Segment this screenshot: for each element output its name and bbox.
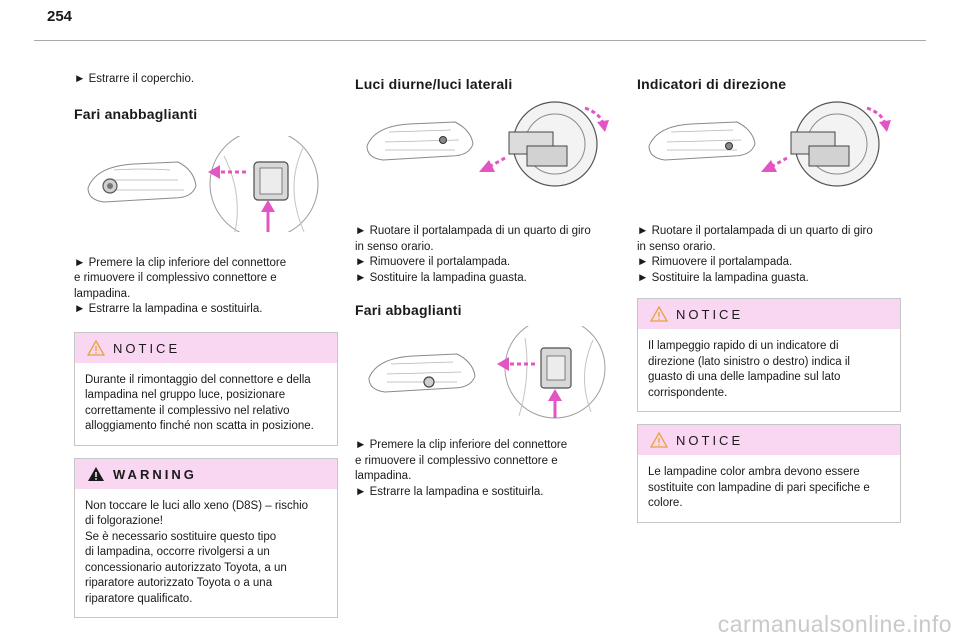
high-beam-figure — [355, 326, 619, 420]
column-right: Indicatori di direzione ► Ruotare il por… — [637, 72, 901, 523]
notice-box-amber-bulbs: NOTICE Le lampadine color ambra devono e… — [637, 424, 901, 523]
caution-icon — [650, 432, 668, 448]
caution-icon — [87, 339, 105, 356]
header-rule — [34, 40, 926, 41]
notice-body: Il lampeggio rapido di un indicatore di … — [648, 340, 850, 399]
notice-body: Durante il rimontaggio del connettore e … — [85, 373, 314, 433]
warning-title: WARNING — [113, 466, 197, 482]
daytime-lights-illustration — [366, 101, 609, 187]
indicators-steps: ► Ruotare il portalampada di un quarto d… — [637, 225, 873, 284]
indicators-figure — [637, 100, 901, 196]
low-beam-illustration — [87, 135, 319, 232]
warning-box-xenon: WARNING Non toccare le luci allo xeno (D… — [74, 457, 338, 618]
high-beam-steps: ► Premere la clip inferiore del connetto… — [355, 439, 568, 498]
section-heading-daytime-lights: Luci diurne/luci laterali — [355, 76, 513, 92]
daytime-lights-figure — [355, 100, 619, 196]
low-beam-figure — [74, 135, 338, 232]
section-heading-indicators: Indicatori di direzione — [637, 76, 787, 92]
section-heading-low-beam: Fari anabbaglianti — [74, 105, 198, 122]
notice-title: NOTICE — [676, 307, 744, 322]
warning-icon — [88, 466, 104, 481]
notice-title: NOTICE — [113, 340, 181, 356]
intro-step: ► Estrarre il coperchio. — [74, 73, 195, 85]
warning-header: WARNING — [75, 458, 337, 489]
daytime-lights-steps: ► Ruotare il portalampada di un quarto d… — [355, 225, 591, 284]
watermark: carmanualsonline.info — [717, 611, 952, 637]
notice-header: NOTICE — [75, 332, 337, 363]
page-number: 254 — [47, 8, 73, 25]
low-beam-steps: ► Premere la clip inferiore del connetto… — [74, 256, 287, 316]
notice-box-fast-blinking: NOTICE Il lampeggio rapido di un indicat… — [637, 298, 901, 412]
notice-body: Le lampadine color ambra devono essere s… — [648, 466, 870, 509]
column-middle: Luci diurne/luci laterali ► Ruotare il p… — [355, 72, 619, 500]
notice-header: NOTICE — [638, 425, 900, 455]
high-beam-illustration — [368, 326, 606, 419]
notice-header: NOTICE — [638, 299, 900, 329]
caution-icon — [650, 306, 668, 322]
warning-body: Non toccare le luci allo xeno (D8S) – ri… — [85, 499, 309, 605]
section-heading-high-beam: Fari abbaglianti — [355, 302, 462, 318]
notice-title: NOTICE — [676, 433, 744, 448]
column-left: ► Estrarre il coperchio. Fari anabbaglia… — [74, 72, 338, 618]
notice-box-reassembly: NOTICE Durante il rimontaggio del connet… — [74, 331, 338, 446]
indicators-illustration — [648, 101, 891, 187]
